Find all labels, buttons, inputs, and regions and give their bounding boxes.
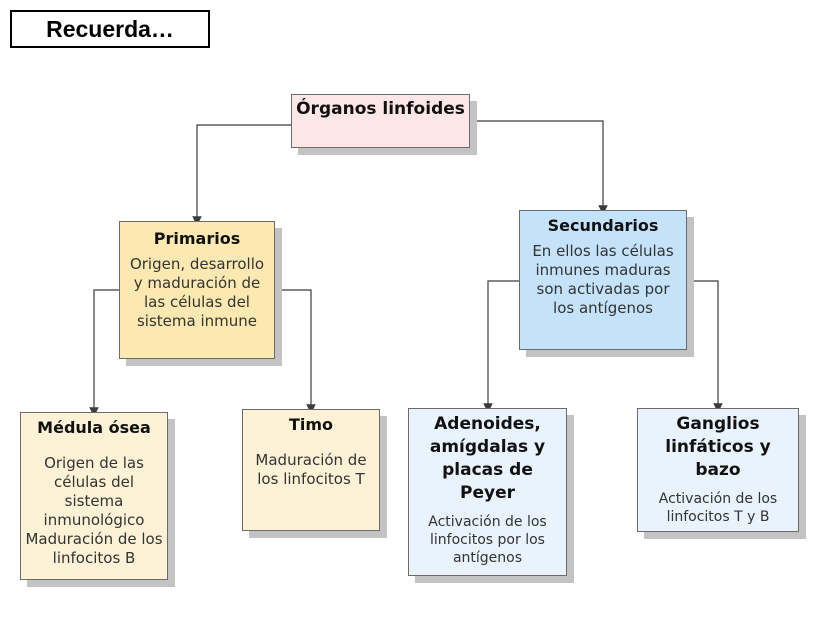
connector-primary-bone-marrow	[89, 289, 119, 417]
node-timo: Timo Maduración de los linfocitos T	[242, 409, 380, 531]
connector-secondary-lymph-nodes	[687, 280, 723, 413]
node-title: Timo	[288, 415, 334, 434]
node-title: Primarios	[153, 229, 241, 248]
node-description: En ellos las células inmunes maduras son…	[532, 242, 674, 317]
connector-root-primary	[192, 124, 291, 226]
node-title: Médula ósea	[37, 418, 151, 437]
node-description: Origen de las células del sistema inmuno…	[25, 454, 163, 567]
node-description: Activación de los linfocitos por los ant…	[428, 514, 547, 566]
connector-secondary-adenoids	[483, 280, 519, 413]
node-description: Origen, desarrollo y maduración de las c…	[129, 255, 265, 330]
node-description: Maduración de los linfocitos T	[255, 451, 367, 488]
connector-root-secondary	[470, 120, 608, 215]
connector-primary-thymus	[275, 289, 316, 414]
node-title: Secundarios	[547, 216, 659, 235]
node-title: Adenoides, amígdalas y placas de Peyer	[429, 414, 546, 503]
node-title: Órganos linfoides	[296, 99, 465, 119]
node-description: Activación de los linfocitos T y B	[658, 491, 778, 525]
node-adenoides: Adenoides, amígdalas y placas de Peyer A…	[408, 408, 567, 576]
node-title: Ganglios linfáticos y bazo	[665, 414, 771, 480]
node-primarios: Primarios Origen, desarrollo y maduració…	[119, 221, 275, 359]
node-ganglios: Ganglios linfáticos y bazo Activación de…	[637, 408, 799, 532]
page-title: Recuerda…	[10, 10, 210, 48]
node-medula-osea: Médula ósea Origen de las células del si…	[20, 412, 168, 580]
node-secundarios: Secundarios En ellos las células inmunes…	[519, 210, 687, 350]
node-organos-linfoides: Órganos linfoides	[291, 94, 470, 148]
